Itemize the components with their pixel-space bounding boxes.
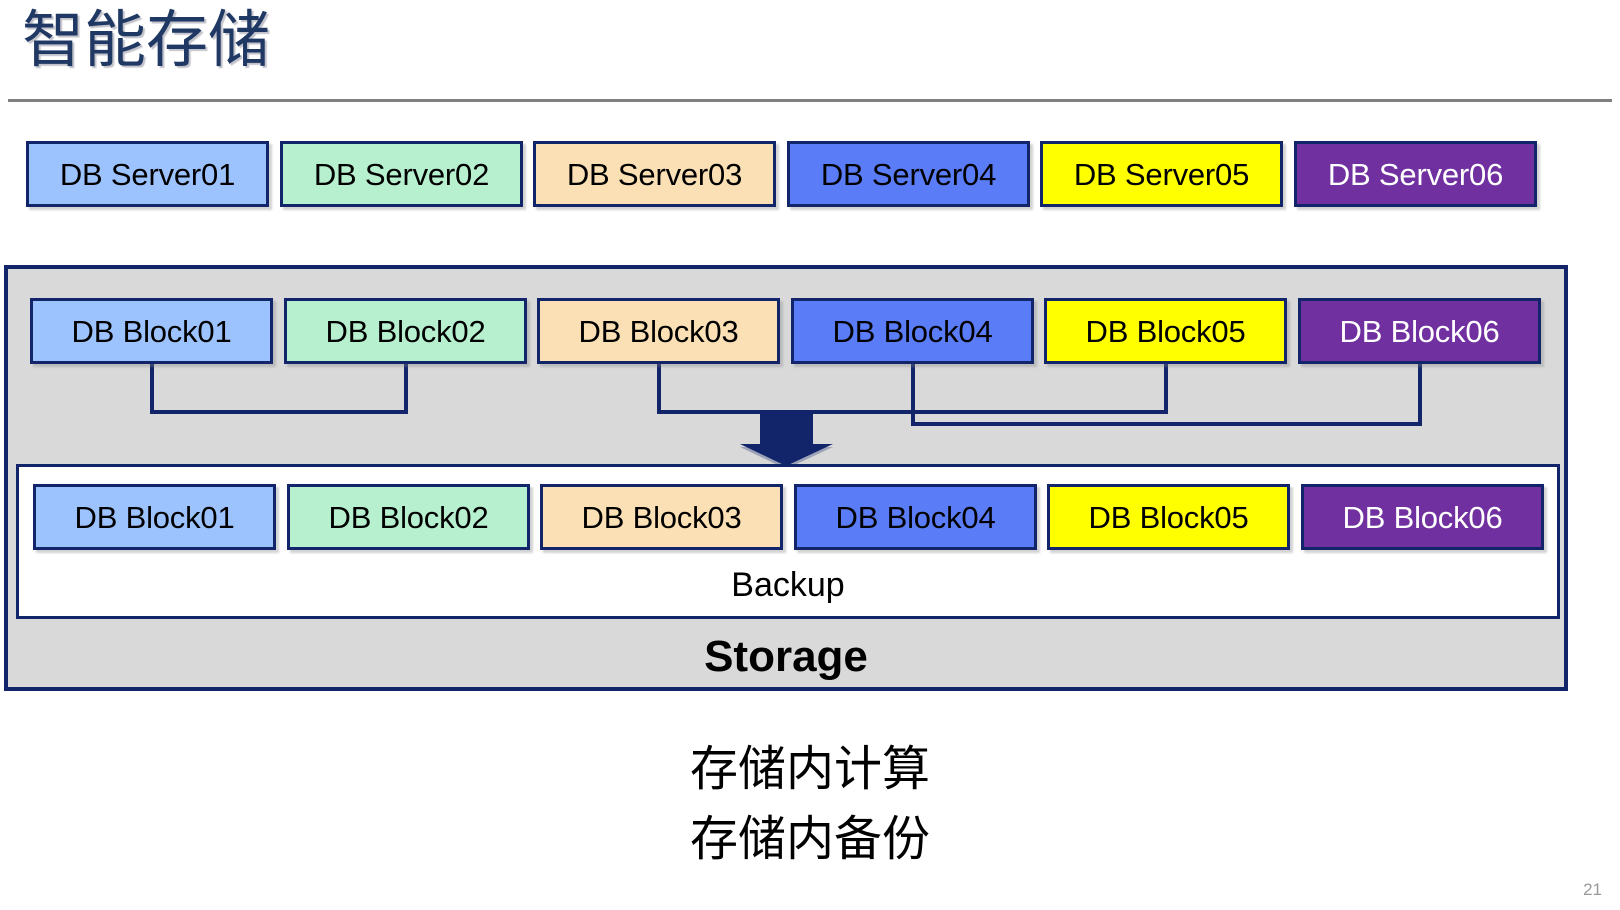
backup-block-box-04[interactable]: DB Block04 [794, 484, 1037, 550]
db-server-box-06[interactable]: DB Server06 [1294, 141, 1537, 207]
storage-label: Storage [704, 632, 868, 681]
backup-panel: DB Block01 DB Block02 DB Block03 DB Bloc… [16, 464, 1560, 619]
db-server-label-06: DB Server06 [1327, 156, 1504, 192]
backup-block-label-06: DB Block06 [1342, 499, 1503, 535]
db-server-box-05[interactable]: DB Server05 [1040, 141, 1283, 207]
db-server-box-03[interactable]: DB Server03 [533, 141, 776, 207]
backup-block-label-01: DB Block01 [74, 499, 235, 535]
db-block-label-01: DB Block01 [71, 313, 232, 349]
db-server-label-04: DB Server04 [820, 156, 997, 192]
backup-block-box-02[interactable]: DB Block02 [287, 484, 530, 550]
db-block-box-02[interactable]: DB Block02 [284, 298, 527, 364]
db-server-label-01: DB Server01 [59, 156, 236, 192]
db-server-box-04[interactable]: DB Server04 [787, 141, 1030, 207]
bracket-block01-block02 [150, 364, 408, 414]
slide-caption: 存储内计算 存储内备份 [0, 735, 1620, 874]
bracket-block03-block05 [657, 364, 1168, 414]
db-block-box-06[interactable]: DB Block06 [1298, 298, 1541, 364]
backup-block-box-05[interactable]: DB Block05 [1047, 484, 1290, 550]
backup-block-box-01[interactable]: DB Block01 [33, 484, 276, 550]
backup-block-label-03: DB Block03 [581, 499, 742, 535]
backup-block-box-06[interactable]: DB Block06 [1301, 484, 1544, 550]
bracket-block04-block06 [911, 364, 1422, 426]
page-number: 21 [1583, 880, 1602, 899]
backup-label: Backup [731, 566, 845, 604]
title-divider [8, 99, 1612, 102]
db-server-box-01[interactable]: DB Server01 [26, 141, 269, 207]
backup-block-label-04: DB Block04 [835, 499, 996, 535]
db-server-label-05: DB Server05 [1073, 156, 1250, 192]
storage-container: DB Block01 DB Block02 DB Block03 DB Bloc… [4, 265, 1568, 691]
caption-line-1: 存储内计算 [689, 743, 930, 796]
db-server-label-02: DB Server02 [313, 156, 490, 192]
backup-block-label-02: DB Block02 [328, 499, 489, 535]
db-block-box-01[interactable]: DB Block01 [30, 298, 273, 364]
db-block-label-06: DB Block06 [1339, 313, 1500, 349]
down-arrow-icon [740, 414, 833, 469]
db-server-label-03: DB Server03 [566, 156, 743, 192]
caption-line-2: 存储内备份 [689, 812, 930, 866]
db-block-label-02: DB Block02 [325, 313, 486, 349]
backup-block-label-05: DB Block05 [1088, 499, 1249, 535]
db-block-label-03: DB Block03 [578, 313, 739, 349]
db-block-box-03[interactable]: DB Block03 [537, 298, 780, 364]
db-server-box-02[interactable]: DB Server02 [280, 141, 523, 207]
backup-block-box-03[interactable]: DB Block03 [540, 484, 783, 550]
db-block-box-05[interactable]: DB Block05 [1044, 298, 1287, 364]
page-title: 智能存储 [22, 6, 271, 75]
db-block-box-04[interactable]: DB Block04 [791, 298, 1034, 364]
db-block-label-04: DB Block04 [832, 313, 993, 349]
db-block-label-05: DB Block05 [1085, 313, 1246, 349]
